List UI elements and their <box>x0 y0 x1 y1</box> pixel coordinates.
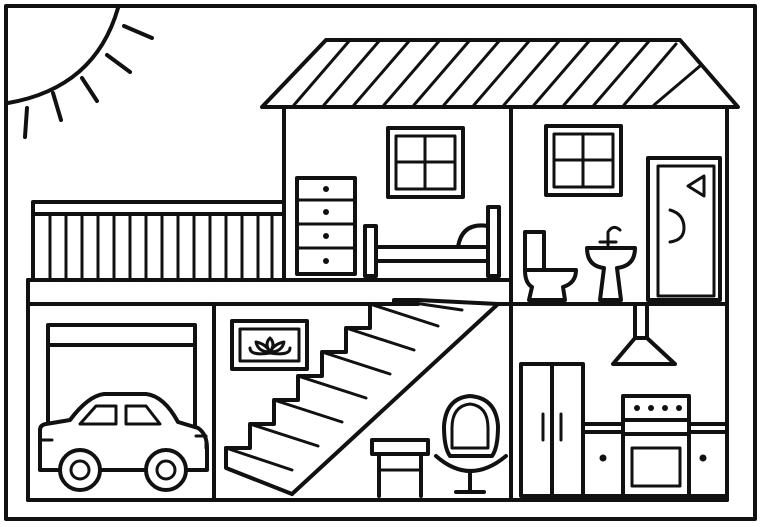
sun-icon <box>6 6 154 139</box>
car-window <box>124 404 162 426</box>
balcony-railing <box>31 200 286 282</box>
car-wheel <box>58 448 102 492</box>
door-handle <box>668 208 686 244</box>
roof <box>260 38 740 109</box>
car-wheel <box>144 448 188 492</box>
bed-icon <box>363 205 501 278</box>
window-icon <box>386 126 465 199</box>
railing-frame <box>31 200 286 282</box>
refrigerator-icon <box>519 362 585 498</box>
car-window <box>78 404 118 426</box>
page-frame <box>4 4 757 521</box>
stool-icon <box>370 438 430 498</box>
sun-ray <box>105 53 132 74</box>
car-icon <box>38 392 209 492</box>
window-icon <box>544 124 623 197</box>
dresser-icon <box>295 176 357 276</box>
staircase-icon <box>224 298 500 496</box>
sun-arc <box>6 6 120 105</box>
shower-door-icon <box>646 156 722 302</box>
sun-ray <box>51 91 63 122</box>
sun-ray <box>122 24 154 40</box>
chair-icon <box>434 394 508 494</box>
sink-icon <box>585 225 637 302</box>
staircase-stringer <box>290 302 500 496</box>
range-hood-icon <box>611 302 677 366</box>
stove-icon <box>621 394 691 498</box>
sun-ray <box>80 76 99 103</box>
picture-frame <box>230 319 309 371</box>
sun-ray <box>23 106 29 139</box>
shower-head <box>686 174 706 198</box>
pillow <box>456 223 490 249</box>
oven-door <box>630 446 682 488</box>
toilet-icon <box>523 230 578 302</box>
